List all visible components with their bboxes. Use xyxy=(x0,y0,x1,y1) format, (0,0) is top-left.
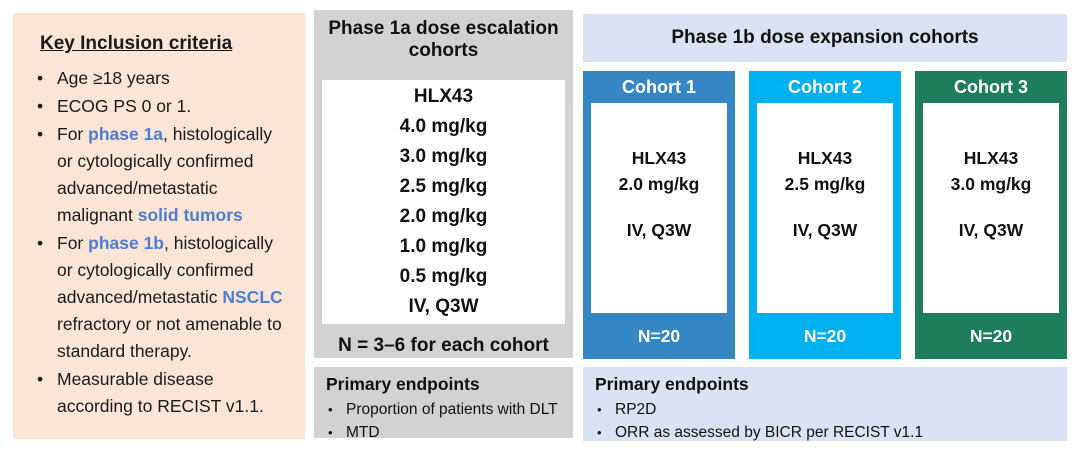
phase1a-panel: Phase 1a dose escalation cohorts HLX43 4.… xyxy=(314,10,573,358)
dose-line: 3.0 mg/kg xyxy=(399,146,488,167)
cohort-dose: 2.0 mg/kg xyxy=(618,174,700,194)
cohort-dose: 3.0 mg/kg xyxy=(950,174,1032,194)
plain-text: Age ≥18 years xyxy=(57,68,170,88)
phase1a-endpoints-title: Primary endpoints xyxy=(326,374,480,394)
phase1a-dose-box: HLX43 4.0 mg/kg 3.0 mg/kg 2.5 mg/kg 2.0 mg/k… xyxy=(322,80,565,324)
plain-text: , histologically or cytologically confir… xyxy=(57,233,273,307)
highlighted-term: solid tumors xyxy=(137,205,243,225)
endpoint-item: • Proportion of patients with DLT xyxy=(326,398,561,421)
inclusion-list: • Age ≥18 years • ECOG PS 0 or 1. • For phase… xyxy=(37,65,291,420)
plain-text: refractory or not amenable to standard t… xyxy=(57,314,282,361)
inclusion-item-text: ECOG PS 0 or 1. xyxy=(57,93,291,120)
cohort-schedule: IV, Q3W xyxy=(958,220,1024,240)
cohort-drug: HLX43 xyxy=(797,148,853,168)
cohort-title: Cohort 3 xyxy=(954,76,1028,97)
plain-text: , histologically or cytologically confir… xyxy=(57,124,272,225)
plain-text: For xyxy=(57,124,89,144)
cohort-schedule: IV, Q3W xyxy=(626,220,692,240)
inclusion-item: • Age ≥18 years xyxy=(37,65,291,92)
inclusion-title: Key Inclusion criteria xyxy=(40,33,233,54)
phase1b-endpoints-box: Primary endpoints • RP2D • ORR as assessed … xyxy=(583,367,1067,441)
cohort-title: Cohort 2 xyxy=(788,76,862,97)
plain-text: For xyxy=(57,233,89,253)
bullet-icon: • xyxy=(597,425,602,440)
endpoint-item-text: RP2D xyxy=(615,401,657,418)
plain-text: ECOG PS 0 or 1. xyxy=(57,96,192,116)
inclusion-item-text: Measurable disease according to RECIST v… xyxy=(57,366,291,420)
cohort-schedule: IV, Q3W xyxy=(792,220,858,240)
bullet-icon: • xyxy=(328,402,333,417)
inclusion-item-text: Age ≥18 years xyxy=(57,65,291,92)
phase1b-endpoints-list: • RP2D • ORR as assessed by BICR per RECIST… xyxy=(595,398,1055,444)
endpoint-item-text: MTD xyxy=(346,424,380,441)
dose-line: 2.0 mg/kg xyxy=(399,206,488,227)
dose-line: 2.5 mg/kg xyxy=(399,176,488,197)
inclusion-item-text: For phase 1a, histologically or cytologi… xyxy=(57,121,291,229)
inclusion-item: • For phase 1a, histologically or cytolog… xyxy=(37,121,291,229)
cohort-drug: HLX43 xyxy=(963,148,1019,168)
highlighted-term: phase 1b xyxy=(88,233,164,253)
endpoint-item-text: Proportion of patients with DLT xyxy=(346,401,558,418)
dose-line: 1.0 mg/kg xyxy=(399,236,488,257)
phase1a-endpoints-list: • Proportion of patients with DLT • MTD xyxy=(326,398,561,444)
phase1b-endpoints-title: Primary endpoints xyxy=(595,374,749,394)
cohort-title: Cohort 1 xyxy=(622,76,696,97)
endpoint-item: • ORR as assessed by BICR per RECIST v1.1 xyxy=(595,421,1055,444)
inclusion-item: • For phase 1b, histologically or cytolog… xyxy=(37,230,291,365)
dose-line: HLX43 xyxy=(413,86,474,107)
dose-line: 0.5 mg/kg xyxy=(399,266,488,287)
phase1b-title: Phase 1b dose expansion cohorts xyxy=(583,14,1067,62)
bullet-icon: • xyxy=(597,402,602,417)
inclusion-item: • Measurable disease according to RECIST … xyxy=(37,366,291,420)
inclusion-item: • ECOG PS 0 or 1. xyxy=(37,93,291,120)
highlighted-term: phase 1a xyxy=(88,124,164,144)
cohort-n-label: N=20 xyxy=(637,325,681,346)
phase1a-title: Phase 1a dose escalation cohorts xyxy=(328,18,559,61)
endpoint-item: • RP2D xyxy=(595,398,1055,421)
cohort-drug: HLX43 xyxy=(631,148,687,168)
bullet-icon: • xyxy=(37,369,44,389)
cohort-n-label: N=20 xyxy=(803,325,847,346)
cohort-n-label: N=20 xyxy=(969,325,1013,346)
cohort-dose: 2.5 mg/kg xyxy=(784,174,866,194)
inclusion-item-text: For phase 1b, histologically or cytologi… xyxy=(57,230,291,365)
endpoint-item: • MTD xyxy=(326,421,561,444)
inclusion-panel: Key Inclusion criteria • Age ≥18 years • EC… xyxy=(13,13,305,439)
bullet-icon: • xyxy=(328,425,333,440)
phase1a-endpoints-box: Primary endpoints • Proportion of patient… xyxy=(314,367,573,441)
bullet-icon: • xyxy=(37,124,44,144)
dose-line: IV, Q3W xyxy=(408,296,479,317)
bullet-icon: • xyxy=(37,96,44,116)
plain-text: Measurable disease according to RECIST v… xyxy=(57,369,264,416)
highlighted-term: NSCLC xyxy=(222,287,283,307)
bullet-icon: • xyxy=(37,68,44,88)
endpoint-item-text: ORR as assessed by BICR per RECIST v1.1 xyxy=(615,424,924,441)
dose-line: 4.0 mg/kg xyxy=(399,116,488,137)
phase1a-n-label: N = 3–6 for each cohort xyxy=(338,335,549,356)
bullet-icon: • xyxy=(37,233,44,253)
